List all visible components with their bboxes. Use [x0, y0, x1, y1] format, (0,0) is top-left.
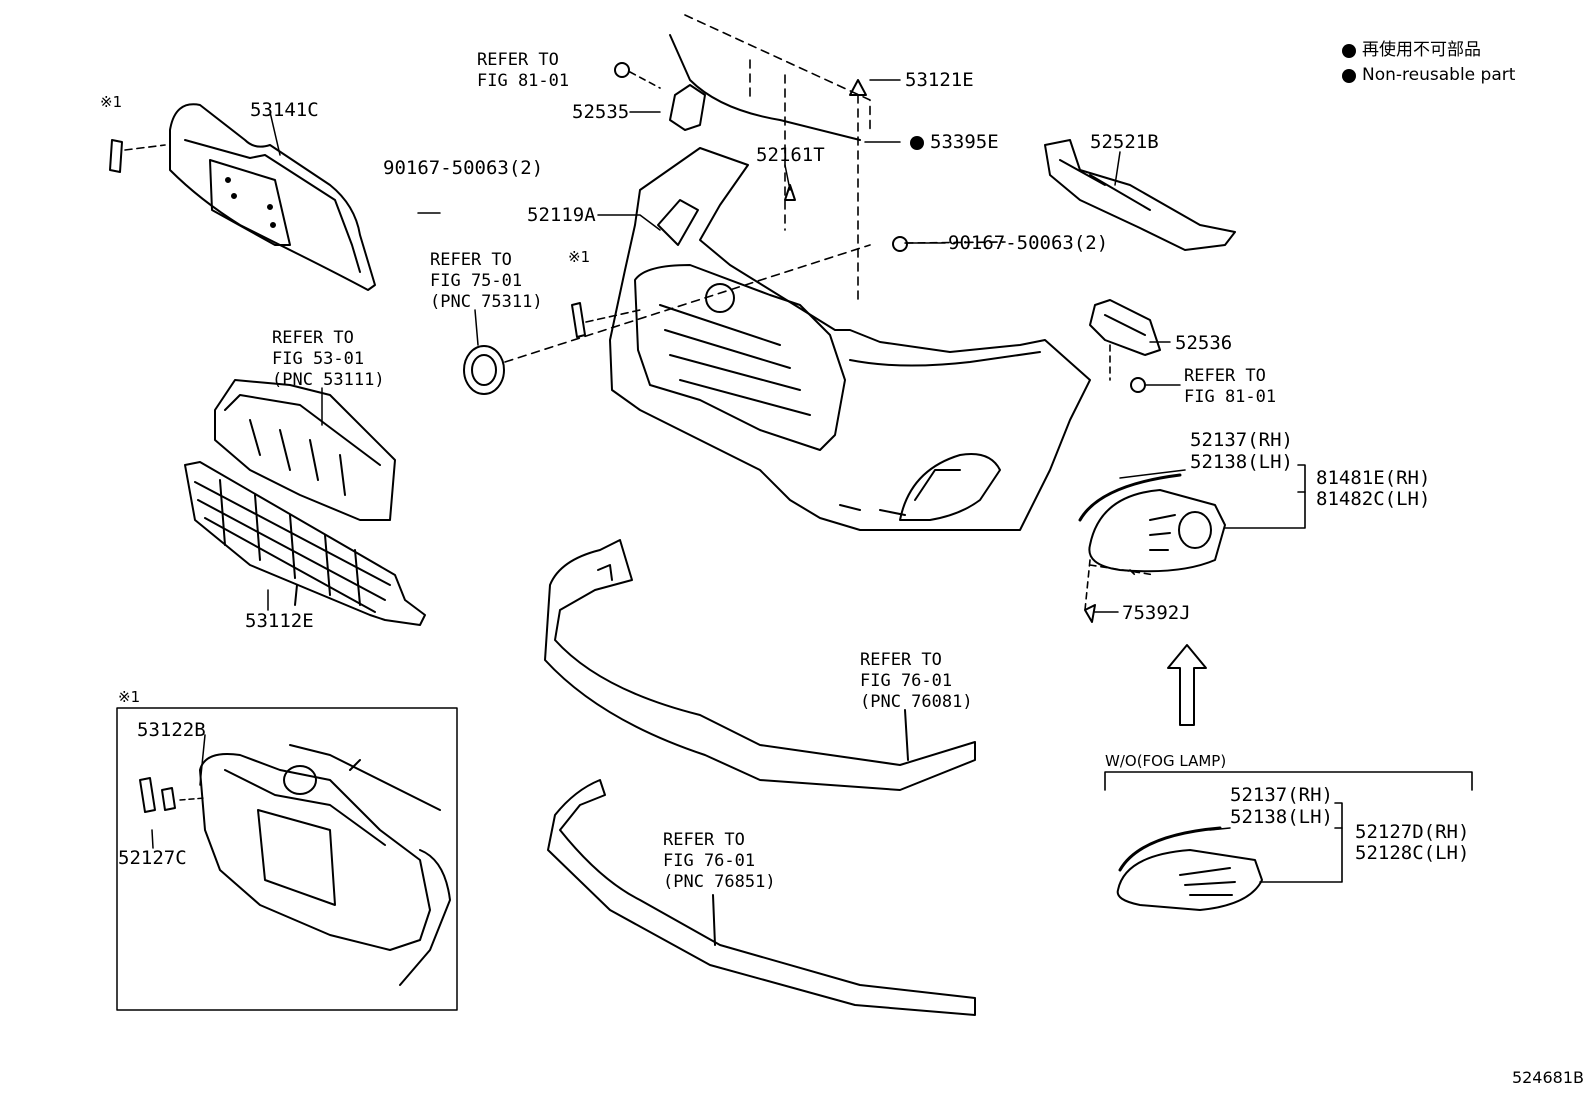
- non-reusable-dot-icon: [910, 136, 924, 150]
- part-label-52128C-lh[interactable]: 52128C(LH): [1355, 842, 1470, 864]
- part-label-52127D-rh[interactable]: 52127D(RH): [1355, 821, 1470, 843]
- refer-fig-76-a[interactable]: REFER TO FIG 76-01 (PNC 76081): [860, 650, 973, 713]
- note-mark: ※1: [118, 688, 141, 706]
- refer-line: (PNC 53111): [272, 370, 385, 390]
- center-clip-shape: [571, 302, 641, 338]
- emblem-shape: [463, 244, 871, 395]
- lower-grille-shape: [184, 461, 426, 626]
- callout-brackets: [1104, 464, 1473, 883]
- refer-line: FIG 81-01: [1184, 387, 1277, 407]
- bracket-52536-shape: [1089, 299, 1161, 393]
- refer-line: FIG 76-01: [663, 851, 756, 871]
- refer-line: REFER TO: [430, 250, 512, 270]
- refer-line: FIG 81-01: [477, 71, 570, 91]
- grille-frame-shape: [214, 379, 396, 521]
- refer-line: FIG 75-01: [430, 271, 523, 291]
- spoiler-lower-shape: [547, 779, 976, 1016]
- part-label-53141C[interactable]: 53141C: [250, 99, 319, 121]
- part-label-52138-lh-2[interactable]: 52138(LH): [1230, 806, 1333, 828]
- bumper-cover-shape: [609, 147, 1091, 531]
- refer-line: REFER TO: [663, 830, 745, 850]
- refer-fig-76-b[interactable]: REFER TO FIG 76-01 (PNC 76851): [663, 830, 776, 893]
- part-label-52161T[interactable]: 52161T: [756, 144, 825, 166]
- spoiler-upper-shape: [544, 539, 976, 791]
- figure-id: 524681B: [1511, 1068, 1584, 1087]
- part-label-81482C-lh[interactable]: 81482C(LH): [1316, 488, 1431, 510]
- part-label-75392J[interactable]: 75392J: [1122, 602, 1191, 624]
- inset-grille-shape: [139, 744, 451, 986]
- refer-fig-81-right[interactable]: REFER TO FIG 81-01: [1184, 366, 1276, 408]
- refer-line: FIG 53-01: [272, 349, 365, 369]
- non-reusable-dot-icon: [1342, 43, 1356, 58]
- part-label-52137-rh[interactable]: 52137(RH): [1190, 429, 1293, 451]
- legend-item-jp: 再使用不可部品: [1342, 38, 1515, 63]
- note-mark: ※1: [568, 248, 591, 266]
- part-label-52137-rh-2[interactable]: 52137(RH): [1230, 784, 1333, 806]
- refer-fig-81-top[interactable]: REFER TO FIG 81-01: [477, 50, 569, 92]
- refer-line: REFER TO: [272, 328, 354, 348]
- note-mark: ※1: [100, 93, 123, 111]
- legend-text-jp: 再使用不可部品: [1362, 40, 1481, 60]
- variant-label: W/O(FOG LAMP): [1105, 752, 1227, 770]
- up-arrow-shape: [1167, 644, 1207, 726]
- refer-fig-75[interactable]: REFER TO FIG 75-01 (PNC 75311): [430, 250, 543, 313]
- part-label-52119A[interactable]: 52119A: [527, 204, 596, 226]
- upper-grille-shape: [109, 103, 376, 291]
- inset-frame: [116, 707, 458, 1011]
- part-label-81481E-rh[interactable]: 81481E(RH): [1316, 467, 1431, 489]
- part-label-52535[interactable]: 52535: [572, 101, 630, 123]
- refer-line: (PNC 75311): [430, 292, 543, 312]
- fog-bezel-shape: [1078, 473, 1226, 623]
- part-label-53121E[interactable]: 53121E: [905, 69, 974, 91]
- refer-fig-53[interactable]: REFER TO FIG 53-01 (PNC 53111): [272, 328, 385, 391]
- legend-text-en: Non-reusable part: [1362, 65, 1516, 85]
- refer-line: REFER TO: [860, 650, 942, 670]
- upper-rail-shape: [614, 14, 871, 301]
- part-label-53395E[interactable]: 53395E: [930, 131, 999, 153]
- part-label-90167-50063-a[interactable]: 90167-50063(2): [383, 157, 544, 179]
- leader-lines: [151, 79, 1231, 849]
- part-label-52536[interactable]: 52536: [1175, 332, 1233, 354]
- part-label-52521B[interactable]: 52521B: [1090, 131, 1159, 153]
- part-label-53112E[interactable]: 53112E: [245, 610, 314, 632]
- non-reusable-dot-icon: [1342, 68, 1356, 83]
- refer-line: (PNC 76851): [663, 872, 776, 892]
- part-label-52127C[interactable]: 52127C: [118, 847, 187, 869]
- part-label-52138-lh[interactable]: 52138(LH): [1190, 451, 1293, 473]
- refer-line: FIG 76-01: [860, 671, 953, 691]
- legend: 再使用不可部品 Non-reusable part: [1342, 38, 1515, 88]
- part-label-53122B[interactable]: 53122B: [137, 719, 206, 741]
- refer-line: REFER TO: [477, 50, 559, 70]
- refer-line: (PNC 76081): [860, 692, 973, 712]
- fog-cover-shape: [1116, 826, 1263, 911]
- refer-line: REFER TO: [1184, 366, 1266, 386]
- legend-item-en: Non-reusable part: [1342, 63, 1515, 88]
- part-label-90167-50063-b[interactable]: 90167-50063(2): [948, 232, 1109, 254]
